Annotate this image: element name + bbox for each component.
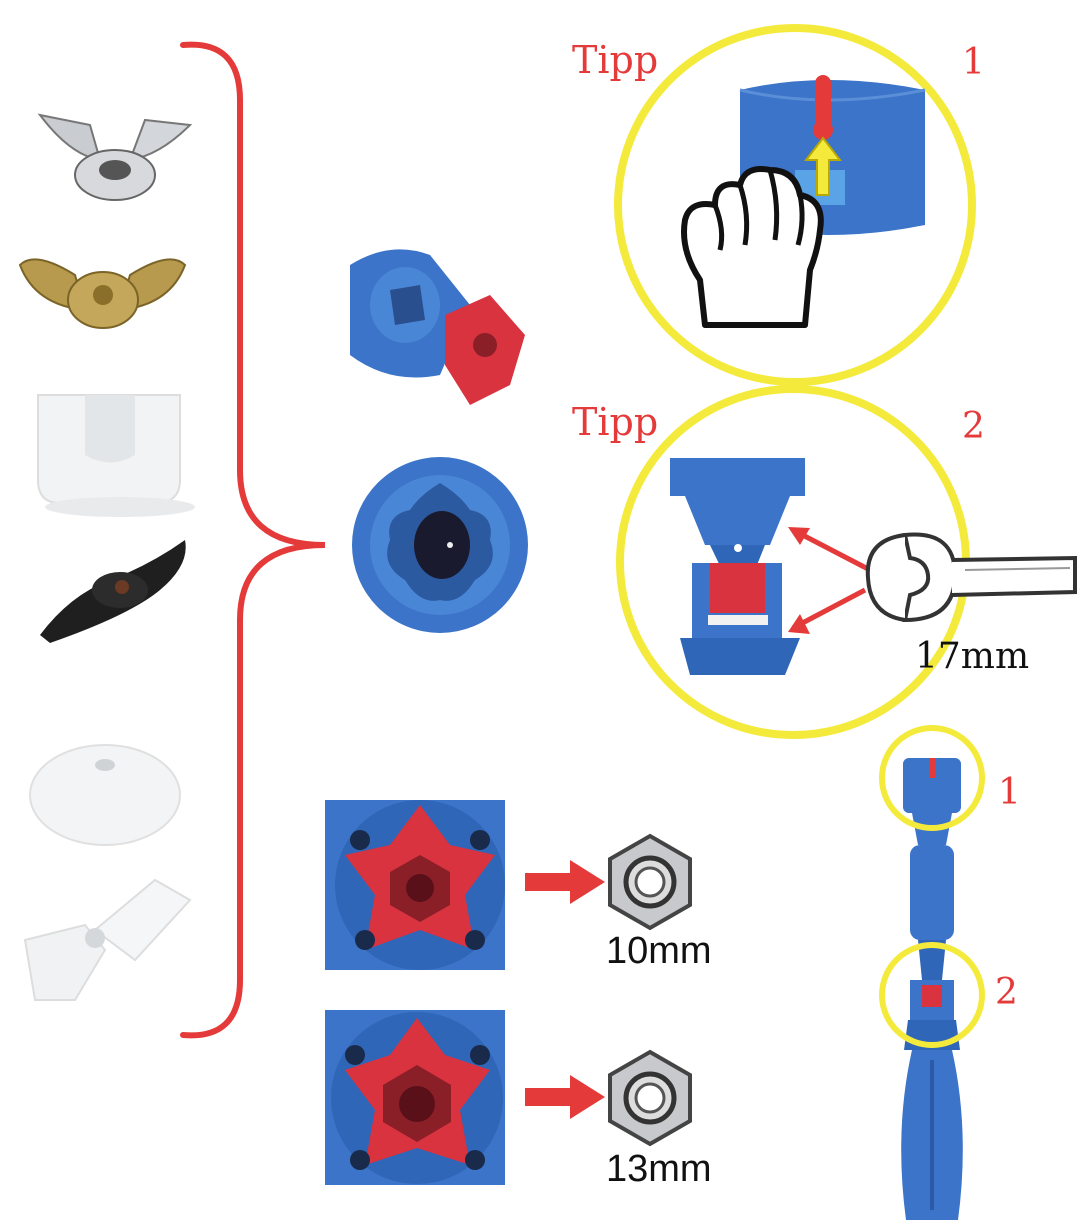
tool-marker-2: 2 — [995, 972, 1018, 1013]
socket-side-view — [350, 235, 530, 415]
socket-10mm-insert — [325, 800, 505, 970]
wrench-icon — [865, 532, 1077, 623]
socket-13mm-insert — [325, 1010, 505, 1185]
right-arrow-icon — [525, 1075, 605, 1119]
nut-size-10mm: 10mm — [606, 930, 712, 972]
wrench-size-label: 17mm — [915, 636, 1030, 677]
white-wing-bolt — [23, 878, 192, 1001]
white-round-knob — [29, 744, 181, 846]
tool-overview — [879, 725, 985, 1220]
tip-1-label: Tipp — [572, 38, 659, 82]
tip-2-number: 2 — [962, 406, 985, 447]
chrome-wing-nut — [37, 113, 193, 201]
right-arrow-icon — [525, 860, 605, 904]
hand-icon — [681, 166, 824, 328]
tip-1-number: 1 — [962, 42, 985, 83]
tool-marker-1: 1 — [998, 772, 1021, 813]
hex-nut-icon — [608, 833, 692, 931]
socket-end-view — [352, 457, 528, 633]
nut-size-13mm: 13mm — [606, 1148, 712, 1190]
brass-wing-nut — [18, 258, 187, 329]
tip-2-label: Tipp — [572, 400, 659, 444]
white-plastic-nut — [37, 394, 195, 517]
grouping-brace — [180, 41, 326, 1039]
hex-nut-icon — [608, 1049, 692, 1147]
black-wing-nut — [40, 540, 186, 643]
tip-2-illustration — [616, 385, 970, 739]
